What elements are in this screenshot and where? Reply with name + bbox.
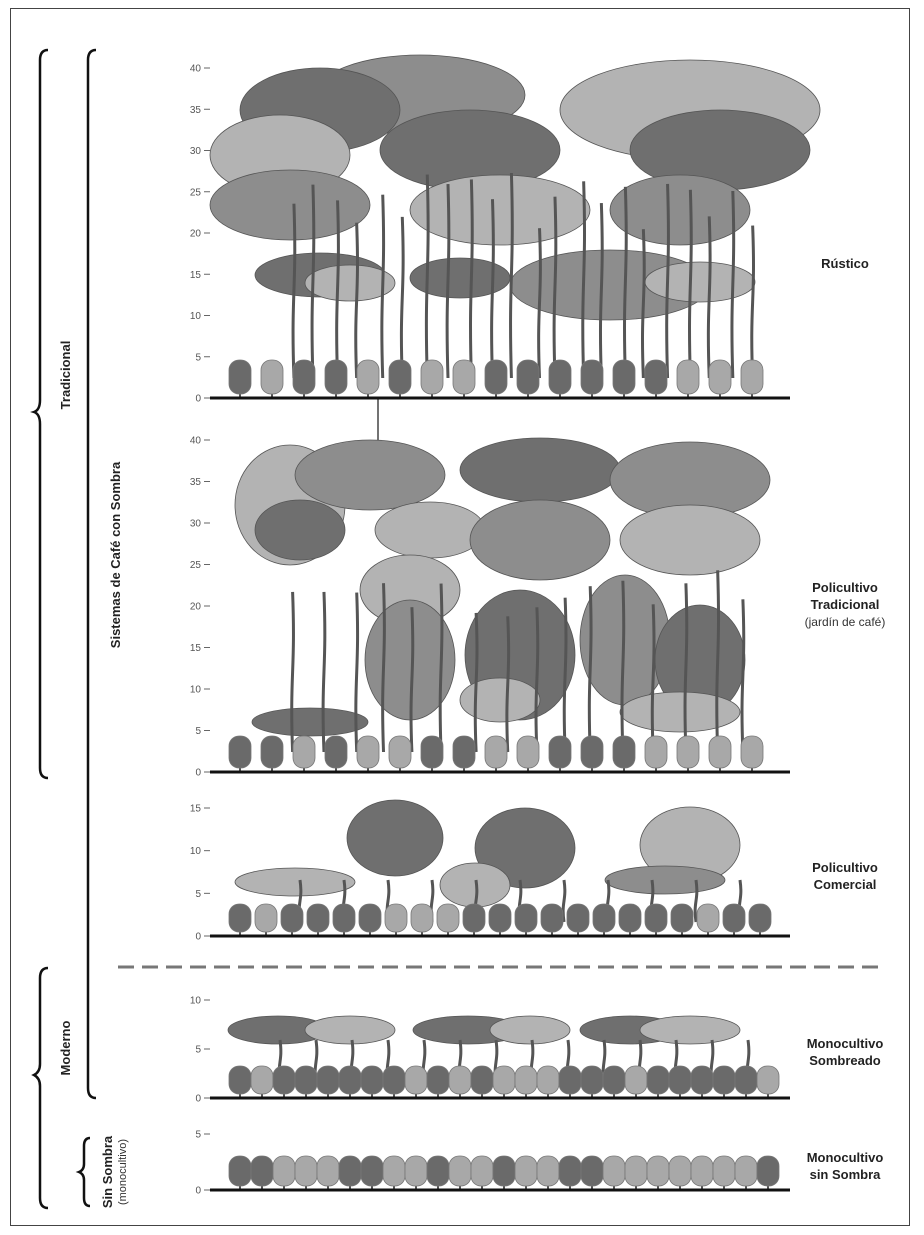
panel-rustico: 0 5 10 15 20 25 30 35 40Rústico	[190, 55, 869, 405]
bracket-moderno	[34, 968, 48, 1208]
label-tradicional: Tradicional	[58, 341, 73, 410]
panel-monocultivo-sin-sombra: 0 5Monocultivo sin Sombra	[195, 1130, 883, 1197]
y-tick-label: 20	[190, 602, 202, 613]
y-tick-label: 20	[190, 229, 202, 240]
panel-label: Monocultivo	[807, 1150, 884, 1165]
bracket-sistemas-cafe-sombra	[88, 50, 96, 1098]
label-moderno: Moderno	[58, 1021, 73, 1076]
panel-label: Policultivo	[812, 860, 878, 875]
y-tick-label: 40	[190, 64, 202, 75]
bracket-tradicional	[34, 50, 48, 778]
y-tick-label: 30	[190, 519, 202, 530]
bracket-sin-sombra	[79, 1138, 90, 1206]
panel-label: Rústico	[821, 256, 869, 271]
y-tick-label: 40	[190, 436, 202, 447]
y-tick-label: 25	[190, 187, 202, 198]
panel-label: Sombreado	[809, 1053, 881, 1068]
panels-layer: 0510152025303540Rústico0510152025303540P…	[190, 55, 885, 1197]
label-sistemas-cafe-sombra: Sistemas de Café con Sombra	[108, 461, 123, 648]
y-tick-label: 10	[190, 311, 202, 322]
y-tick-label: 15	[190, 643, 202, 654]
label-sin-sombra: Sin Sombra	[100, 1135, 115, 1208]
panel-policultivo-comercial: 0 5 10 15PolicultivoComercial	[190, 800, 878, 943]
y-tick-label: 0	[195, 932, 201, 943]
y-tick-label: 15	[190, 270, 202, 281]
panel-label: Policultivo	[812, 580, 878, 595]
y-tick-label: 35	[190, 477, 202, 488]
y-tick-label: 5	[195, 1045, 201, 1056]
panel-label: Comercial	[814, 877, 877, 892]
y-tick-label: 0	[195, 768, 201, 779]
y-tick-label: 0	[195, 394, 201, 405]
panel-policultivo-tradicional: 0 5 10 15 20 25 30 35 40PolicultivoTradicional (j…	[190, 436, 885, 779]
y-tick-label: 35	[190, 105, 202, 116]
panel-label: sin Sombra	[810, 1167, 882, 1182]
panel-label: Tradicional	[811, 597, 880, 612]
y-tick-label: 15	[190, 804, 202, 815]
panel-sublabel: (jardín de café)	[805, 615, 886, 629]
y-tick-label: 5	[195, 1130, 201, 1141]
y-tick-label: 30	[190, 146, 202, 157]
y-tick-label: 0	[195, 1186, 201, 1197]
y-tick-label: 10	[190, 685, 202, 696]
y-tick-label: 25	[190, 560, 202, 571]
y-tick-label: 10	[190, 846, 202, 857]
y-tick-label: 5	[195, 726, 201, 737]
y-tick-label: 5	[195, 889, 201, 900]
y-tick-label: 0	[195, 1094, 201, 1105]
panel-label: Monocultivo	[807, 1036, 884, 1051]
y-tick-label: 5	[195, 352, 201, 363]
panel-monocultivo-sombreado: 0 5 10MonocultivoSombreado	[190, 996, 883, 1105]
y-tick-label: 10	[190, 996, 202, 1007]
label-sin-sombra-sub: (monocultivo)	[117, 1139, 129, 1205]
